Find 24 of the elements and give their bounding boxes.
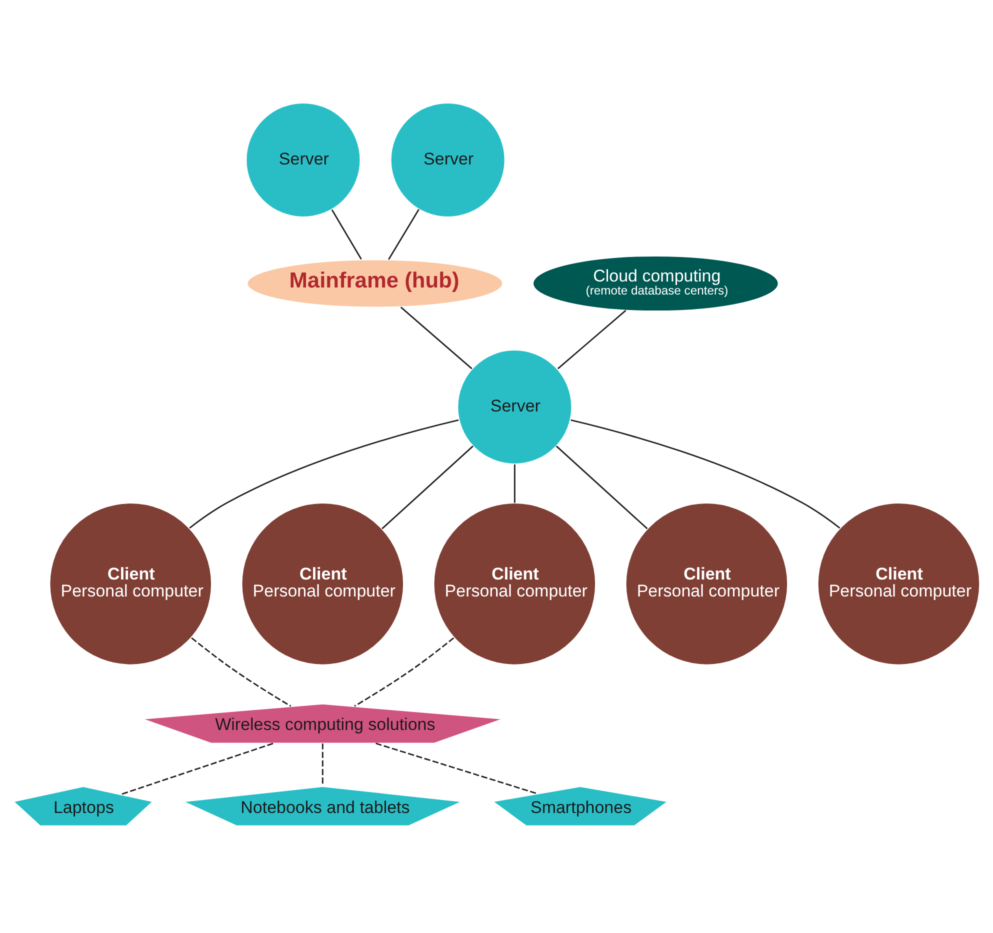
node-circle: Client Personal computer	[625, 502, 788, 666]
node-circle: Client Personal computer	[49, 502, 212, 666]
node-circle: Client Personal computer	[433, 502, 596, 666]
connector	[376, 742, 538, 794]
connector	[557, 310, 626, 370]
node-circle: Client Personal computer	[817, 502, 980, 666]
connector	[191, 637, 292, 707]
node-circle: Server	[456, 349, 572, 465]
connector	[322, 743, 324, 786]
node-circle: Server	[245, 102, 361, 218]
connector	[570, 419, 840, 529]
connector	[382, 446, 474, 530]
connector	[120, 742, 274, 796]
connector	[400, 306, 472, 370]
connector	[331, 209, 362, 260]
connector	[556, 446, 648, 530]
node-ellipse: Mainframe (hub)	[246, 259, 504, 308]
connector	[354, 637, 454, 707]
connector	[388, 209, 420, 260]
node-circle: Client Personal computer	[241, 502, 404, 666]
node-ellipse: Cloud computing (remote database centers)	[532, 255, 780, 312]
connector	[514, 464, 516, 503]
node-circle: Server	[390, 102, 506, 218]
connector	[189, 419, 459, 529]
